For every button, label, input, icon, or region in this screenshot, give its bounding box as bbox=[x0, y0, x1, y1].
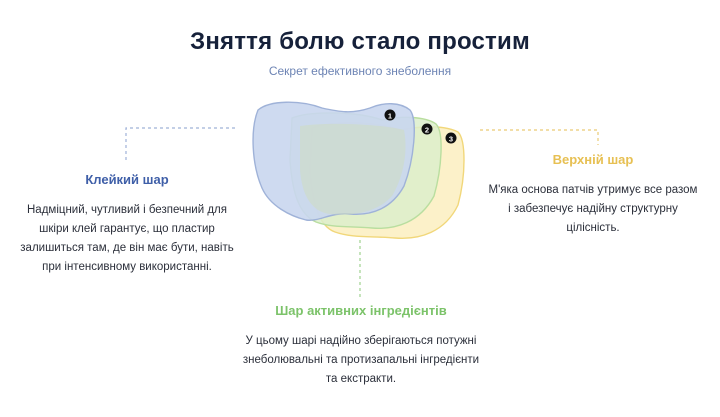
top-layer-text: М'яка основа патчів утримує все разом і … bbox=[488, 184, 698, 234]
marker-2: 2 bbox=[421, 123, 433, 135]
marker-label: 2 bbox=[425, 126, 429, 135]
page-subtitle: Секрет ефективного знеболення bbox=[268, 64, 452, 78]
marker-label: 1 bbox=[388, 112, 392, 121]
sticky-layer-block: Клейкий шар Надміцний, чутливий і безпеч… bbox=[18, 172, 236, 277]
marker-3: 3 bbox=[445, 132, 457, 144]
marker-1: 1 bbox=[384, 109, 396, 121]
active-layer-text: У цьому шарі надійно зберігаються потужн… bbox=[242, 335, 480, 385]
active-layer-title: Шар активних інгредієнтів bbox=[275, 303, 447, 318]
top-layer-title: Верхній шар bbox=[552, 152, 634, 167]
connector-line-top bbox=[480, 129, 599, 145]
connector-line-sticky bbox=[125, 127, 236, 160]
sticky-layer-text: Надміцний, чутливий і безпечний для шкір… bbox=[20, 204, 234, 273]
page-title: Зняття болю стало простим bbox=[190, 28, 530, 55]
top-layer-block: Верхній шар М'яка основа патчів утримує … bbox=[488, 152, 698, 238]
marker-label: 3 bbox=[449, 135, 453, 144]
patch-layer-overlap bbox=[300, 123, 406, 215]
sticky-layer-title: Клейкий шар bbox=[85, 172, 169, 187]
active-layer-block: Шар активних інгредієнтів У цьому шарі н… bbox=[236, 303, 486, 389]
